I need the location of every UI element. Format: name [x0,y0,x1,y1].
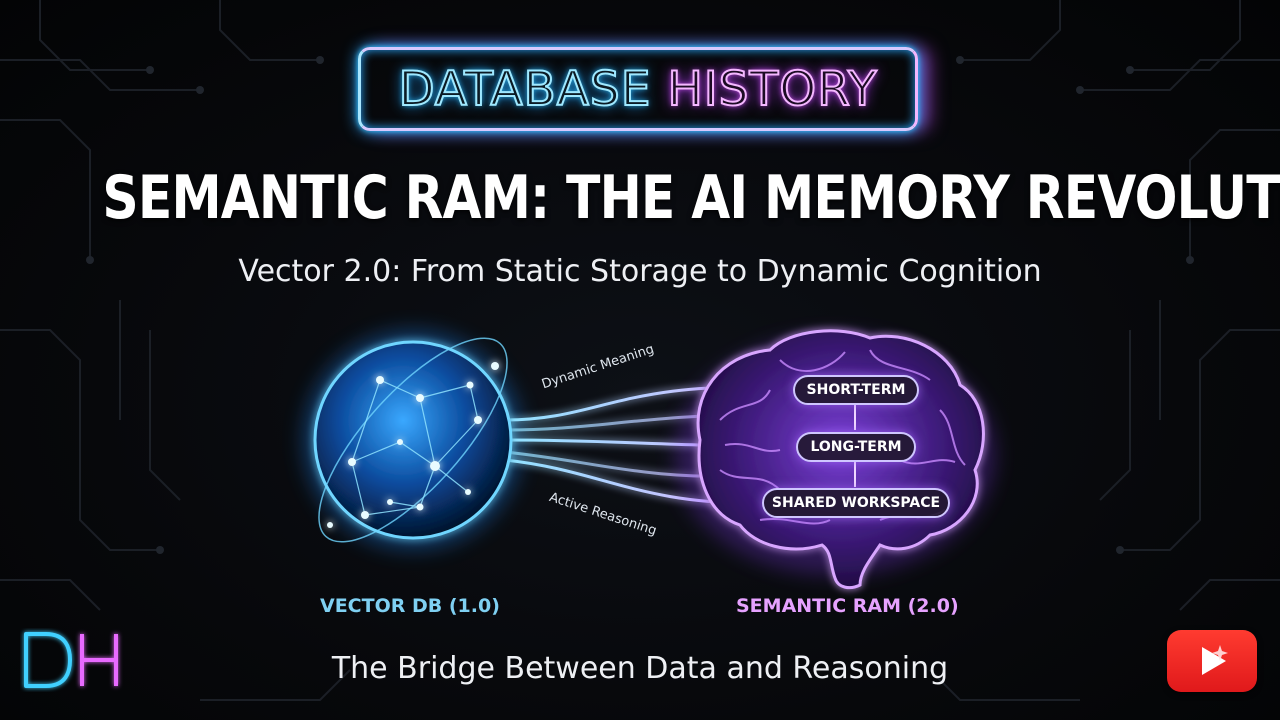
youtube-play-icon [1202,645,1228,675]
memory-layer-short-term: SHORT-TERM [793,375,919,405]
youtube-button[interactable] [1167,630,1257,692]
memory-layer-shared-workspace: SHARED WORKSPACE [762,488,950,518]
sign-word-history: HISTORY [666,61,878,117]
semantic-ram-caption: SEMANTIC RAM (2.0) [736,595,959,617]
memory-layer-long-term: LONG-TERM [796,432,916,462]
sign-word-database: DATABASE [397,61,652,117]
main-title: SEMANTIC RAM: THE AI MEMORY REVOLUTION [102,163,1280,233]
dh-logo [24,632,118,688]
database-history-neon-sign: DATABASE HISTORY [358,47,918,131]
tagline: The Bridge Between Data and Reasoning [331,651,949,686]
network-globe-icon [313,337,513,543]
subtitle: Vector 2.0: From Static Storage to Dynam… [238,254,1042,289]
vector-db-caption: VECTOR DB (1.0) [320,595,500,617]
